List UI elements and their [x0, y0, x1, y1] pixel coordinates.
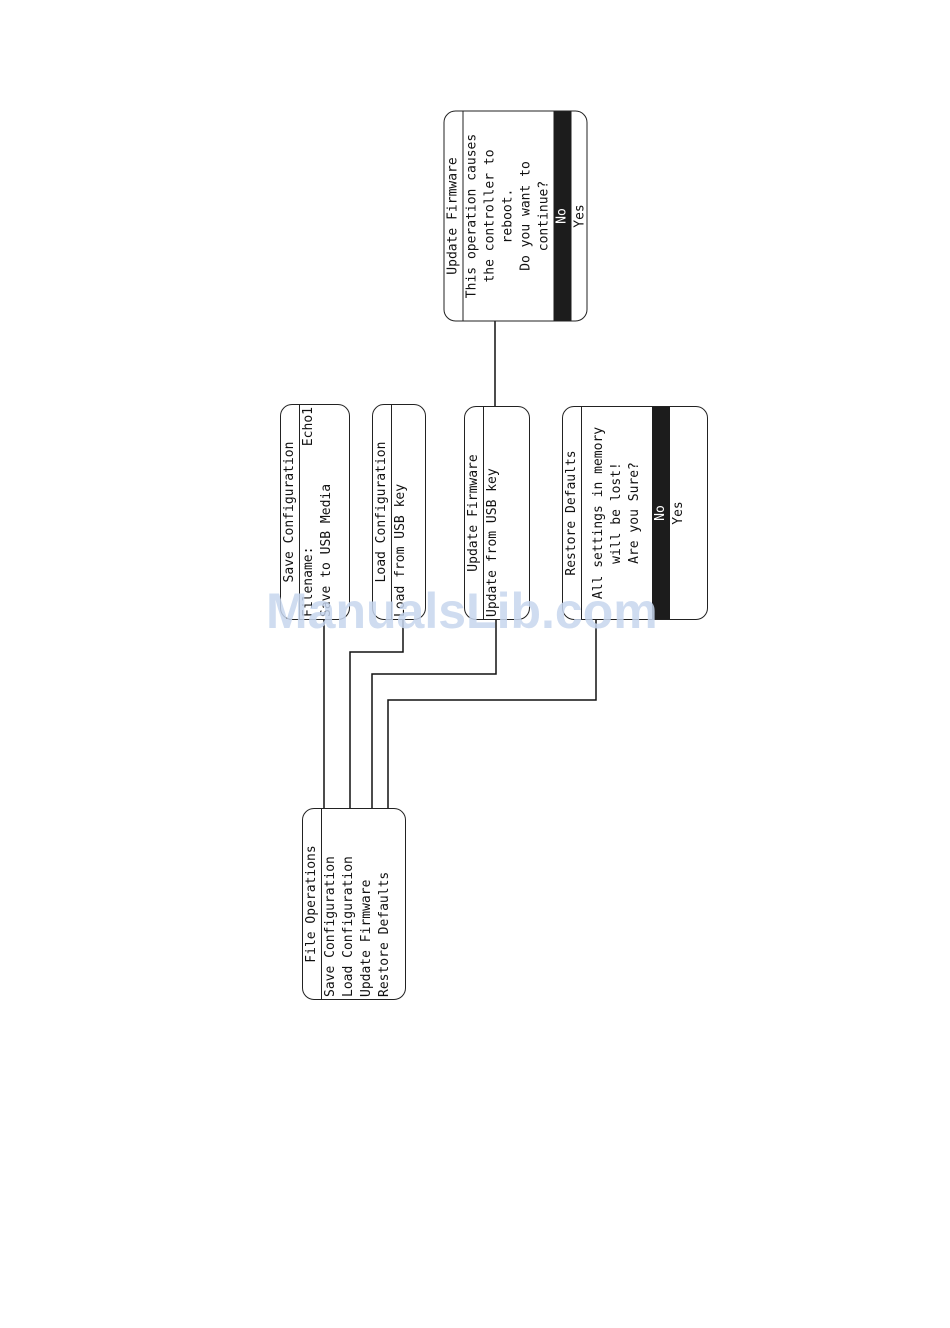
option-no-selected[interactable]: No — [652, 407, 670, 619]
menu-item-save-configuration[interactable]: Save Configuration — [323, 856, 338, 997]
filename-label: Filename: — [301, 546, 316, 617]
option-no-selected[interactable]: No — [553, 111, 572, 321]
update-from-usb-option[interactable]: Update from USB key — [485, 468, 500, 617]
update-firmware-confirm-screen: Update Firmware This operation causes th… — [443, 110, 588, 322]
menu-item-update-firmware[interactable]: Update Firmware — [359, 879, 374, 997]
load-configuration-screen: Load Configuration Load from USB key — [372, 404, 426, 620]
message-line: the controller to — [482, 149, 498, 283]
message-line: All settings in memory — [591, 426, 606, 600]
file-operations-screen: File Operations Save Configuration Load … — [302, 808, 406, 1000]
message-line: Do you want to — [518, 161, 534, 271]
connector-load-configuration — [349, 620, 404, 808]
filename-row: Filename: Echo1 — [300, 405, 318, 619]
save-configuration-screen: Save Configuration Filename: Echo1 Save … — [280, 404, 350, 620]
menu-item-load-configuration[interactable]: Load Configuration — [341, 856, 356, 997]
connector-update-firmware — [371, 620, 497, 808]
spacer — [582, 407, 590, 619]
screen-title: Update Firmware — [444, 111, 464, 321]
connector-restore-defaults — [387, 620, 597, 808]
message-line: will be lost! — [609, 462, 624, 564]
save-to-usb-option[interactable]: Save to USB Media — [319, 483, 334, 617]
screen-title: Load Configuration — [373, 405, 392, 619]
load-from-usb-option[interactable]: Load from USB key — [393, 483, 408, 617]
screen-title: Save Configuration — [281, 405, 300, 619]
filename-value[interactable]: Echo1 — [301, 407, 316, 447]
restore-defaults-screen: Restore Defaults All settings in memory … — [562, 406, 708, 620]
screen-title: Update Firmware — [465, 407, 484, 619]
screen-title: Restore Defaults — [563, 407, 582, 619]
option-yes[interactable]: Yes — [671, 501, 686, 525]
screen-title: File Operations — [303, 809, 322, 999]
update-firmware-screen: Update Firmware Update from USB key — [464, 406, 530, 620]
option-yes[interactable]: Yes — [572, 204, 588, 228]
message-line: continue? — [536, 180, 552, 252]
message-line: This operation causes — [464, 133, 480, 299]
menu-item-restore-defaults[interactable]: Restore Defaults — [377, 871, 392, 997]
message-line: reboot. — [500, 188, 516, 244]
message-line: Are you Sure? — [627, 462, 642, 564]
spacer — [644, 407, 652, 619]
